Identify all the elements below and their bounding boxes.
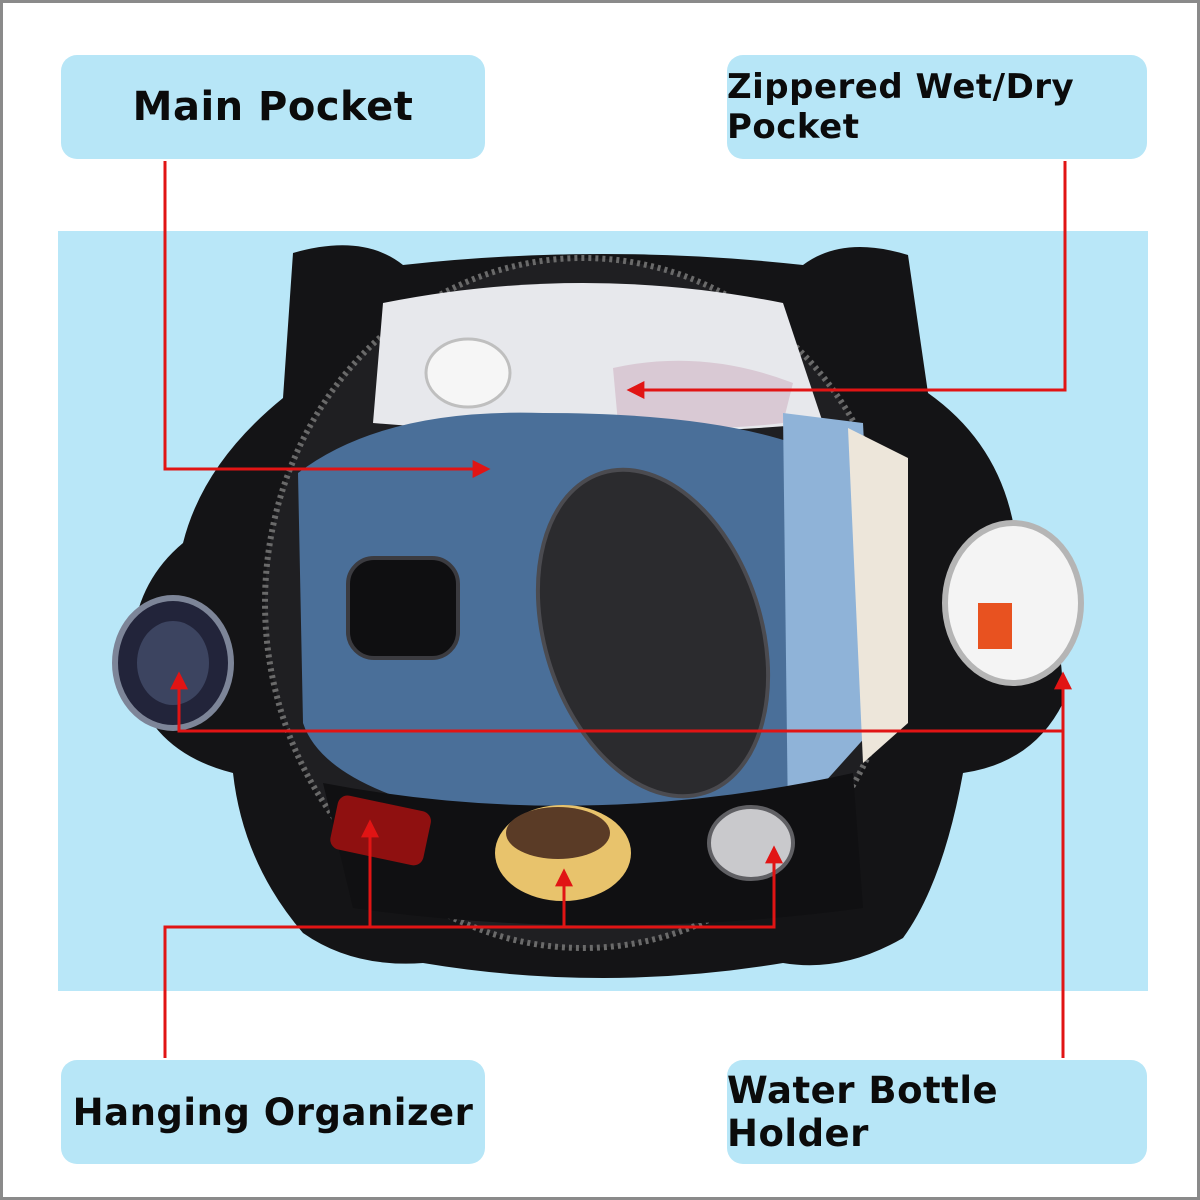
water-bottle-holder-callout: Water Bottle Holder	[727, 1060, 1147, 1164]
main-pocket-label: Main Pocket	[132, 84, 414, 130]
wet-dry-pocket-callout: Zippered Wet/Dry Pocket	[727, 55, 1147, 159]
main-pocket-callout: Main Pocket	[61, 55, 485, 159]
water-bottle-holder-label: Water Bottle Holder	[727, 1069, 999, 1155]
hanging-organizer-callout: Hanging Organizer	[61, 1060, 485, 1164]
water-bottle-left-arrow	[170, 671, 1065, 1058]
main-pocket-arrow	[163, 161, 491, 478]
wet-dry-pocket-label: Zippered Wet/Dry Pocket	[727, 67, 1075, 147]
hanging-organizer-right-arrow	[163, 845, 783, 1058]
callout-arrows	[163, 161, 1072, 1058]
wet-dry-pocket-arrow	[626, 161, 1067, 399]
bag-photo	[112, 245, 1084, 979]
bag-scene	[58, 161, 1148, 1058]
hanging-organizer-label: Hanging Organizer	[72, 1090, 474, 1134]
